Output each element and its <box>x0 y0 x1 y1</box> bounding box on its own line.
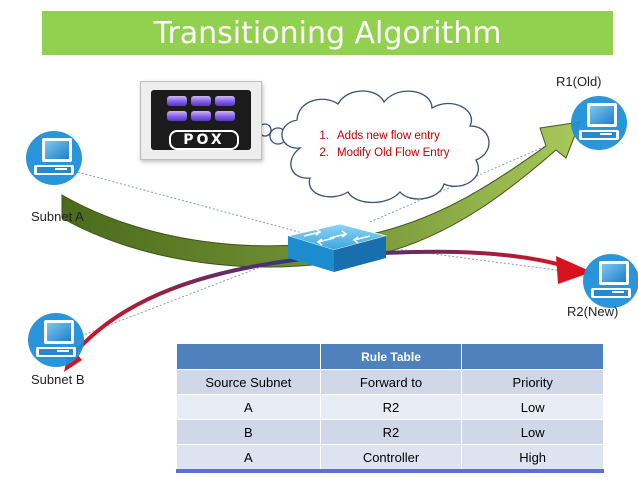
label-subnet-b: Subnet B <box>31 372 85 387</box>
green-flow-arrow <box>61 121 581 268</box>
computer-icon-subnet-b <box>28 313 84 367</box>
computer-icon-r2 <box>583 254 638 308</box>
slide-title: Transitioning Algorithm <box>153 16 502 51</box>
rule-table: Rule Table Source Subnet Forward to Prio… <box>176 343 604 473</box>
table-cell: R2 <box>319 419 463 445</box>
table-cell: A <box>176 394 321 420</box>
pox-controller: POX <box>140 81 262 160</box>
table-row: A Controller High <box>176 444 604 473</box>
computer-icon-subnet-a <box>26 131 82 185</box>
computer-icon-r1 <box>571 96 627 150</box>
table-header-cell: Rule Table <box>319 343 463 370</box>
table-header-row: Rule Table <box>176 343 604 370</box>
label-subnet-a: Subnet A <box>31 209 84 224</box>
pox-logo-text: POX <box>169 130 239 150</box>
table-row: B R2 Low <box>176 419 604 445</box>
table-cell: High <box>461 444 604 473</box>
controller-step: 2.Modify Old Flow Entry <box>319 147 450 159</box>
switch-icon <box>286 223 388 272</box>
table-cell: R2 <box>319 394 463 420</box>
title-bar: Transitioning Algorithm <box>42 11 613 55</box>
label-r1-old: R1(Old) <box>556 74 602 89</box>
table-row: A R2 Low <box>176 394 604 420</box>
controller-step: 1.Adds new flow entry <box>319 130 440 142</box>
column-header-forward-to: Forward to <box>319 369 463 395</box>
table-cell: Low <box>461 394 604 420</box>
table-header-cell <box>461 343 604 370</box>
table-column-row: Source Subnet Forward to Priority <box>176 369 604 395</box>
table-cell: Controller <box>319 444 463 473</box>
label-r2-new: R2(New) <box>567 304 619 319</box>
table-header-cell <box>176 343 321 370</box>
controller-steps: 1.Adds new flow entry 2.Modify Old Flow … <box>305 128 449 162</box>
column-header-source-subnet: Source Subnet <box>176 369 321 395</box>
table-cell: A <box>176 444 321 473</box>
table-cell: Low <box>461 419 604 445</box>
column-header-priority: Priority <box>461 369 604 395</box>
pox-controller-logo: POX <box>151 90 251 150</box>
table-cell: B <box>176 419 321 445</box>
